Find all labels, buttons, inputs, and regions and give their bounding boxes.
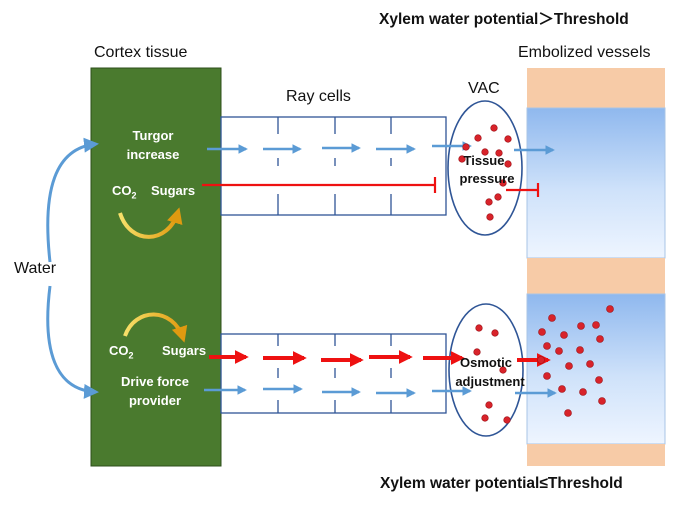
label-osmotic-line1: Osmotic — [459, 355, 512, 370]
label-water: Water — [14, 260, 57, 277]
label-ray-cells: Ray cells — [286, 88, 351, 105]
sugar-conversion-arrow-bottom — [123, 312, 188, 343]
water-arrow-up — [46, 137, 99, 263]
label-co2-top: CO2 — [112, 183, 137, 201]
solute-dots-vessel — [537, 305, 614, 417]
label-sugars-bottom: Sugars — [162, 343, 207, 358]
header-top: Xylem water potential＞Threshold — [379, 11, 629, 28]
label-cortex-tissue: Cortex tissue — [94, 44, 188, 61]
ray-cells-bottom — [220, 333, 447, 414]
label-tissue-line1: Tissue — [463, 153, 505, 168]
ray-cells-top — [220, 116, 447, 216]
label-turgor-line1: Turgor — [132, 128, 174, 143]
label-sugars-top: Sugars — [151, 183, 196, 198]
solute-dots-vac-top — [458, 124, 512, 221]
label-turgor-line2: increase — [126, 147, 180, 162]
sugar-conversion-arrow-top — [118, 207, 183, 239]
label-vac: VAC — [468, 80, 500, 97]
solute-dots-vac-bottom — [473, 324, 511, 424]
water-flow-arrows-bottom — [204, 384, 557, 398]
label-co2-bottom: CO2 — [109, 343, 134, 361]
water-arrow-down — [46, 285, 99, 399]
embolized-vessels — [526, 68, 666, 466]
inhibition-lines — [202, 177, 540, 197]
sugar-flow-arrows — [209, 350, 551, 367]
label-osmotic-line2: adjustment — [455, 374, 525, 389]
label-tissue-line2: pressure — [459, 171, 515, 186]
label-embolized-vessels: Embolized vessels — [518, 44, 651, 61]
vac-ellipse-bottom — [448, 303, 524, 437]
header-bottom: Xylem water potential≤Threshold — [380, 475, 623, 492]
label-drive-line2: provider — [128, 393, 181, 408]
cortex-tissue-block — [90, 67, 222, 467]
label-drive-line1: Drive force — [121, 374, 189, 389]
vac-ellipse-top — [447, 100, 523, 236]
